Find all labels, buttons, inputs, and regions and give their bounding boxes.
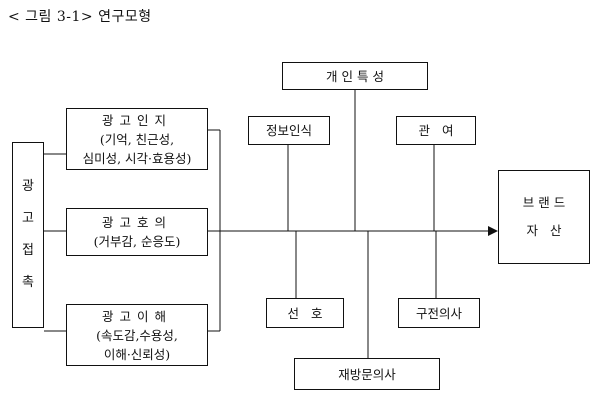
ad-exposure-char: 촉 [22, 275, 34, 290]
ad-understanding-detail2: 이해·신뢰성) [103, 346, 171, 362]
figure-title: < 그림 3-1> 연구모형 [8, 9, 152, 25]
involvement-box: 관 여 [396, 116, 476, 145]
purchase-intent-label: 구전의사 [415, 305, 462, 321]
ad-exposure-box: 광 고 접 촉 [12, 142, 44, 328]
ad-awareness-detail: (기억, 친근성, [99, 131, 175, 147]
ad-exposure-char: 광 [22, 179, 34, 194]
purchase-intent-box: 구전의사 [398, 298, 480, 328]
ad-understanding-detail: (속도감,수용성, [96, 327, 178, 343]
ad-favor-box: 광고호의 (거부감, 순응도) [66, 208, 208, 256]
ad-awareness-heading: 광고인지 [101, 112, 172, 128]
preference-box: 선 호 [266, 298, 344, 328]
ad-exposure-char: 접 [22, 243, 34, 258]
ad-exposure-char: 고 [22, 211, 34, 226]
personal-traits-box: 개 인 특 성 [282, 62, 428, 90]
preference-label: 선 호 [287, 305, 323, 321]
ad-favor-detail: (거부감, 순응도) [93, 234, 181, 249]
involvement-label: 관 여 [418, 123, 454, 138]
ad-understanding-heading: 광고이해 [101, 308, 172, 324]
ad-awareness-box: 광고인지 (기억, 친근성, 심미성, 시각·효용성) [66, 108, 208, 170]
ad-understanding-box: 광고이해 (속도감,수용성, 이해·신뢰성) [66, 304, 208, 366]
arrowhead [488, 226, 498, 236]
brand-equity-line2: 자 산 [526, 223, 562, 238]
brand-equity-line1: 브 랜 드 [522, 195, 566, 210]
personal-traits-label: 개 인 특 성 [326, 68, 384, 84]
revisit-intent-box: 재방문의사 [294, 358, 440, 390]
info-recognition-box: 정보인식 [248, 116, 330, 145]
ad-awareness-detail2: 심미성, 시각·효용성) [82, 150, 192, 166]
ad-favor-heading: 광고호의 [101, 215, 172, 230]
revisit-intent-label: 재방문의사 [338, 366, 396, 382]
brand-equity-box: 브 랜 드 자 산 [498, 170, 590, 264]
info-recognition-label: 정보인식 [265, 123, 312, 138]
